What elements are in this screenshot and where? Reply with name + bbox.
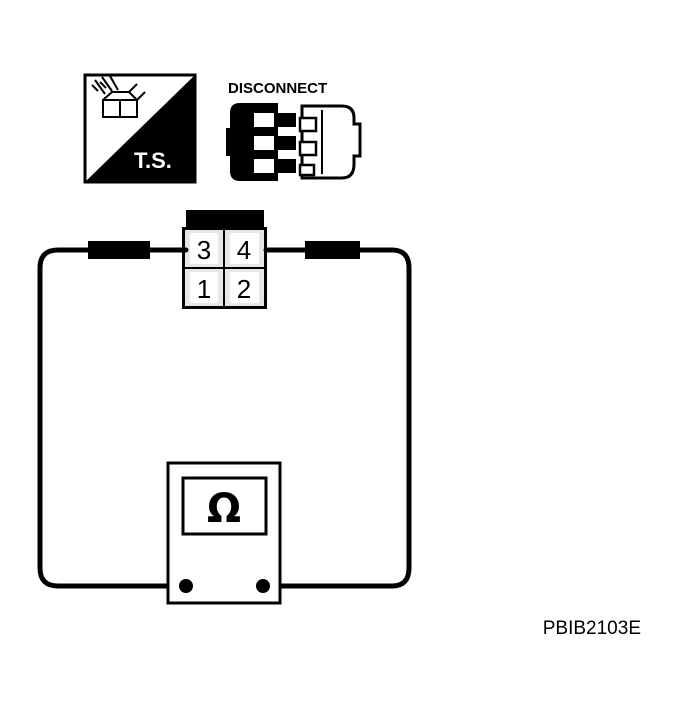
meter-terminal-left	[179, 579, 193, 593]
connector-half-right-icon	[298, 104, 362, 180]
probe-connector-icon	[91, 75, 146, 118]
right-probe-handle	[305, 241, 360, 259]
ts-label: T.S.	[134, 148, 172, 173]
pin-label: 2	[237, 274, 251, 304]
pin-label: 3	[197, 235, 211, 265]
connector-half-left-icon	[226, 103, 296, 181]
pin-label: 4	[237, 235, 251, 265]
ohmmeter-display	[181, 476, 268, 536]
ts-icon: T.S.	[83, 73, 197, 184]
left-probe-handle	[88, 241, 150, 259]
right-test-lead	[260, 247, 412, 589]
harness-connector: 3 4 1 2	[182, 210, 267, 309]
pin-label: 1	[197, 274, 211, 304]
meter-terminal-right	[256, 579, 270, 593]
ohmmeter: Ω	[166, 461, 282, 605]
test-leads	[37, 247, 412, 589]
disconnect-icon: DISCONNECT	[226, 80, 362, 181]
figure-code: PBIB2103E	[543, 618, 641, 639]
left-test-lead	[37, 247, 189, 589]
ohm-symbol: Ω	[207, 486, 241, 532]
disconnect-label: DISCONNECT	[228, 80, 327, 97]
